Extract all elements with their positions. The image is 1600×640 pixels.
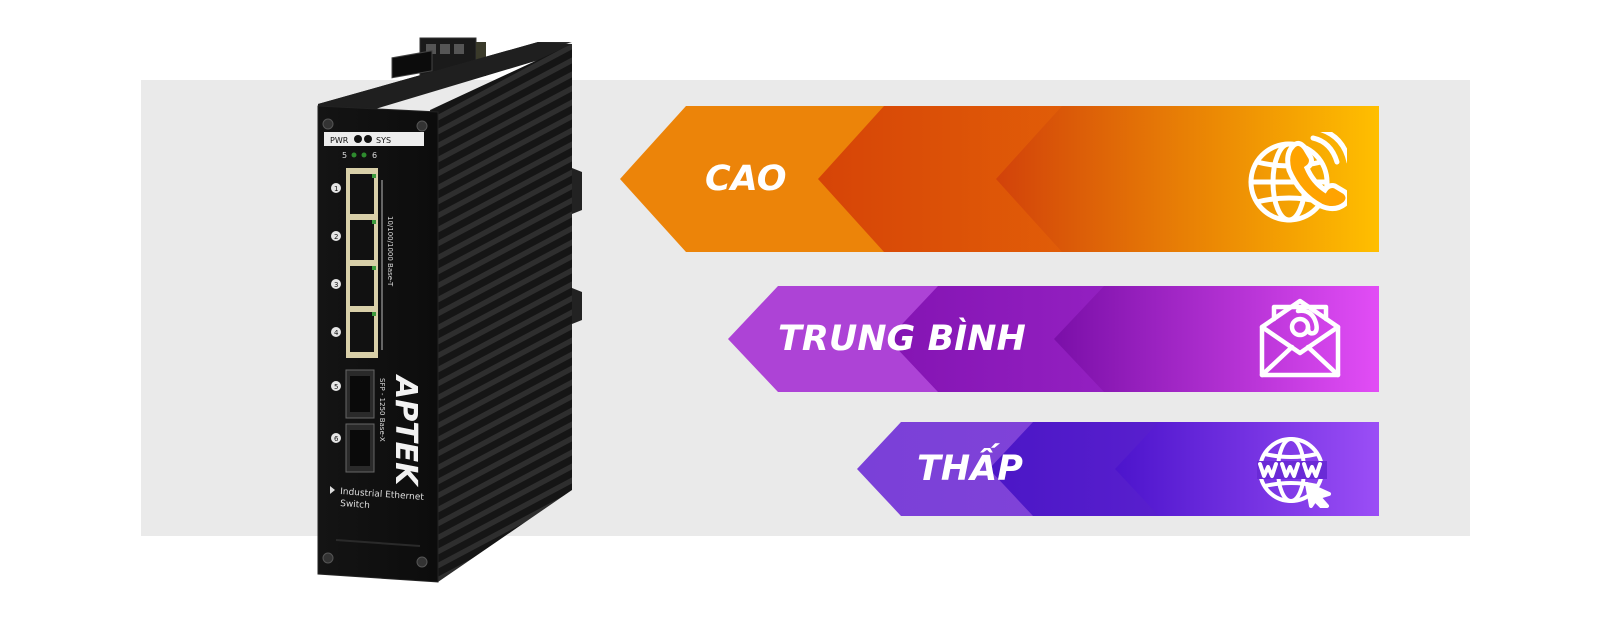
port-num-1: 1 (334, 185, 338, 193)
led-num-6: 6 (372, 151, 377, 160)
tier-low-arrow: THẤP (857, 422, 1379, 516)
email-envelope-icon (1258, 297, 1342, 379)
port-num-3: 3 (334, 281, 338, 289)
led-sys-label: SYS (376, 136, 391, 145)
www-globe-cursor-icon (1257, 436, 1333, 508)
tier-low-label: THẤP (917, 449, 1023, 489)
tier-medium-arrow: TRUNG BÌNH (728, 286, 1379, 392)
product-name-line2: Switch (340, 499, 370, 511)
port-num-2: 2 (334, 233, 338, 241)
brand-logo: APTEK (388, 374, 423, 488)
tier-high-arrow: CAO (620, 106, 1379, 252)
port-num-4: 4 (334, 329, 339, 337)
tier-high-label: CAO (705, 159, 787, 199)
port-num-6: 6 (334, 435, 339, 443)
industrial-switch-device: PWR SYS 5 6 1 2 3 4 5 6 (300, 20, 600, 600)
led-pwr-label: PWR (330, 136, 349, 145)
rj45-port-label: 10/100/1000 Base-T (386, 216, 394, 287)
rj45-port-block (346, 168, 378, 358)
globe-phone-icon (1247, 132, 1347, 227)
sfp-port-label: SFP - 1250 Base-X (378, 378, 386, 442)
port-num-5: 5 (334, 383, 338, 391)
led-num-5: 5 (342, 151, 347, 160)
tier-medium-label: TRUNG BÌNH (778, 319, 1026, 359)
sfp-port-block (345, 369, 375, 473)
